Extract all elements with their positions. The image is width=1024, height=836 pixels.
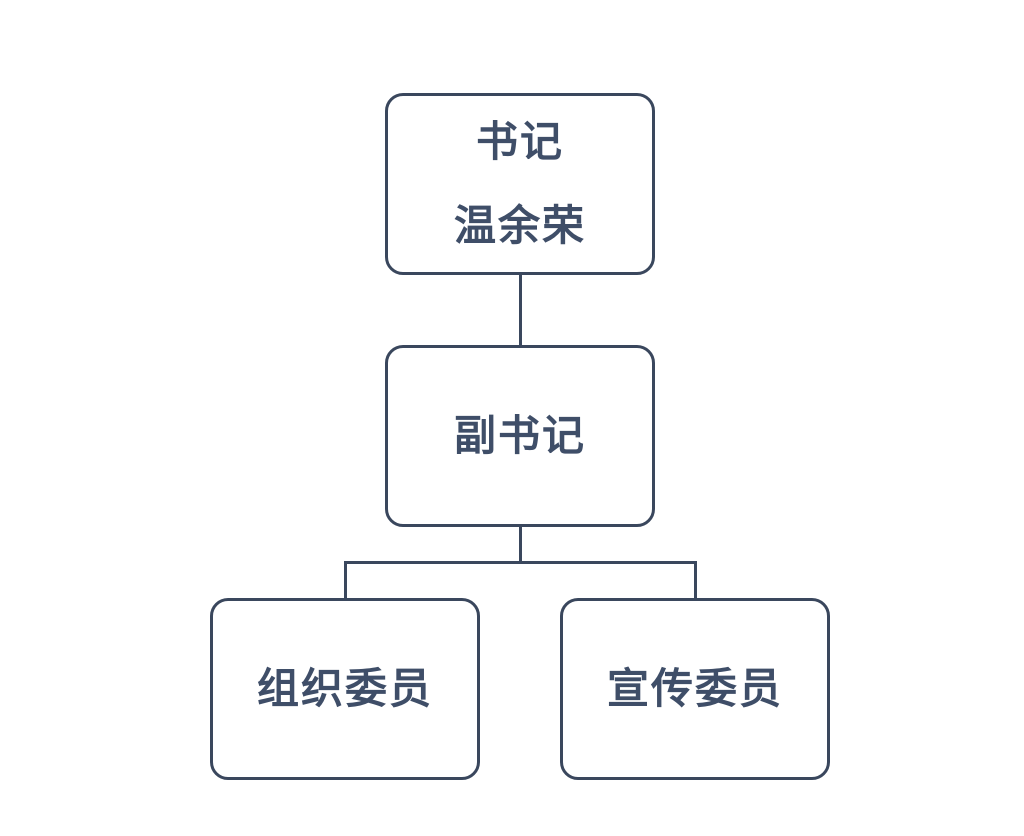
- node-organization-member: 组织委员: [210, 598, 480, 780]
- node-secretary-title: 书记: [475, 118, 564, 165]
- connector-drop-organization: [344, 561, 347, 600]
- node-publicity-member: 宣传委员: [560, 598, 830, 780]
- node-publicity-member-title: 宣传委员: [606, 665, 783, 712]
- connector-deputy-stem: [519, 525, 522, 564]
- node-secretary-name: 温余荣: [453, 202, 586, 249]
- node-deputy-secretary: 副书记: [385, 345, 655, 527]
- connector-drop-publicity: [694, 561, 697, 600]
- connector-branch-bar: [344, 561, 697, 564]
- node-organization-member-title: 组织委员: [256, 665, 433, 712]
- node-secretary: 书记 温余荣: [385, 93, 655, 275]
- connector-secretary-to-deputy: [519, 274, 522, 347]
- node-deputy-secretary-title: 副书记: [453, 412, 586, 459]
